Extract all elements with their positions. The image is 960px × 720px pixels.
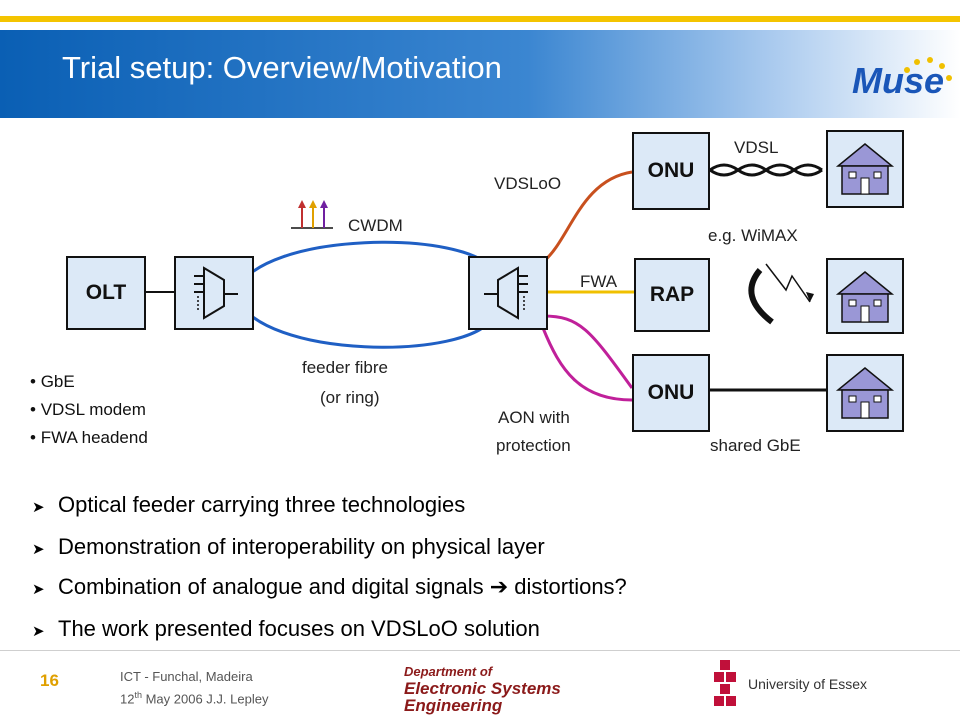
feeder-label-line1: feeder fibre <box>302 358 388 377</box>
cwdm-demux <box>468 256 548 330</box>
dept-line2: Electronic Systems <box>404 679 561 698</box>
slide-title: Trial setup: Overview/Motivation <box>62 50 502 85</box>
feeder-label-line2: (or ring) <box>320 388 380 407</box>
dept-line3: Engineering <box>404 696 503 715</box>
house-top <box>826 130 904 208</box>
aon-link-lower <box>541 327 633 402</box>
house-bottom <box>826 354 904 432</box>
house-icon <box>835 271 895 323</box>
rap-box: RAP <box>634 258 710 332</box>
olt-feature-item: • GbE <box>30 372 75 391</box>
bullet-arrow-icon: ➤ <box>32 581 45 598</box>
essex-crest-icon <box>714 660 736 706</box>
bullet-item: ➤Optical feeder carrying three technolog… <box>32 492 466 517</box>
cwdm-arrows-icon <box>291 200 333 229</box>
cwdm-label: CWDM <box>348 216 403 235</box>
wimax-label: e.g. WiMAX <box>708 226 798 245</box>
fwa-label: FWA <box>580 272 618 291</box>
bullet-arrow-icon: ➤ <box>32 541 45 558</box>
onu-top-label: ONU <box>647 159 695 182</box>
feeder-fibre-lower <box>234 295 494 349</box>
olt-label: OLT <box>85 281 127 304</box>
olt-feature-item: • VDSL modem <box>30 400 146 419</box>
bullet-item: ➤The work presented focuses on VDSLoO so… <box>32 616 540 641</box>
dept-line1: Department of <box>404 664 493 679</box>
vdsloo-label: VDSLoO <box>494 174 562 193</box>
demux-icon <box>484 266 528 320</box>
university-name: University of Essex <box>748 676 868 692</box>
house-middle <box>826 258 904 334</box>
onu-top-box: ONU <box>632 132 710 210</box>
aon-link-upper <box>542 314 634 389</box>
bullet-item: ➤Combination of analogue and digital sig… <box>32 574 627 599</box>
network-diagram <box>146 163 826 402</box>
olt-box: OLT <box>66 256 146 330</box>
onu-bottom-label: ONU <box>647 381 695 404</box>
page-number: 16 <box>40 671 59 690</box>
wireless-arrow-icon <box>806 292 814 302</box>
bullet-arrow-icon: ➤ <box>32 623 45 640</box>
muse-logo-stars <box>904 57 952 81</box>
title-accent-line <box>0 16 960 22</box>
bullet-item: ➤Demonstration of interoperability on ph… <box>32 534 545 559</box>
title-bar <box>0 16 960 118</box>
muse-logo: Muse <box>852 60 945 101</box>
wireless-signal-icon <box>765 263 811 303</box>
cwdm-mux <box>174 256 254 330</box>
antenna-arc-icon <box>748 268 774 325</box>
mux-icon <box>194 266 238 320</box>
bullet-arrow-icon: ➤ <box>32 499 45 516</box>
footer-divider <box>0 650 960 651</box>
onu-bottom-box: ONU <box>632 354 710 432</box>
department-logo: Department of Electronic Systems Enginee… <box>404 663 590 714</box>
rap-label: RAP <box>649 283 695 306</box>
vdsl-label: VDSL <box>734 138 779 157</box>
feeder-fibre-upper <box>234 240 494 293</box>
house-icon <box>835 367 895 419</box>
footer-event-name: ICT - Funchal, Madeira <box>120 669 253 684</box>
vdsloo-link <box>542 170 633 264</box>
footer-date: 12th May 2006 J.J. Lepley <box>120 690 269 707</box>
shared-gbe-label: shared GbE <box>710 436 801 455</box>
aon-label-line1: AON with <box>498 408 570 427</box>
aon-label-line2: protection <box>496 436 571 455</box>
house-icon <box>835 143 895 195</box>
vdsl-twisted-pair-b <box>709 163 823 177</box>
footer-event: ICT - Funchal, Madeira 12th May 2006 J.J… <box>120 668 268 708</box>
olt-feature-item: • FWA headend <box>30 428 148 447</box>
